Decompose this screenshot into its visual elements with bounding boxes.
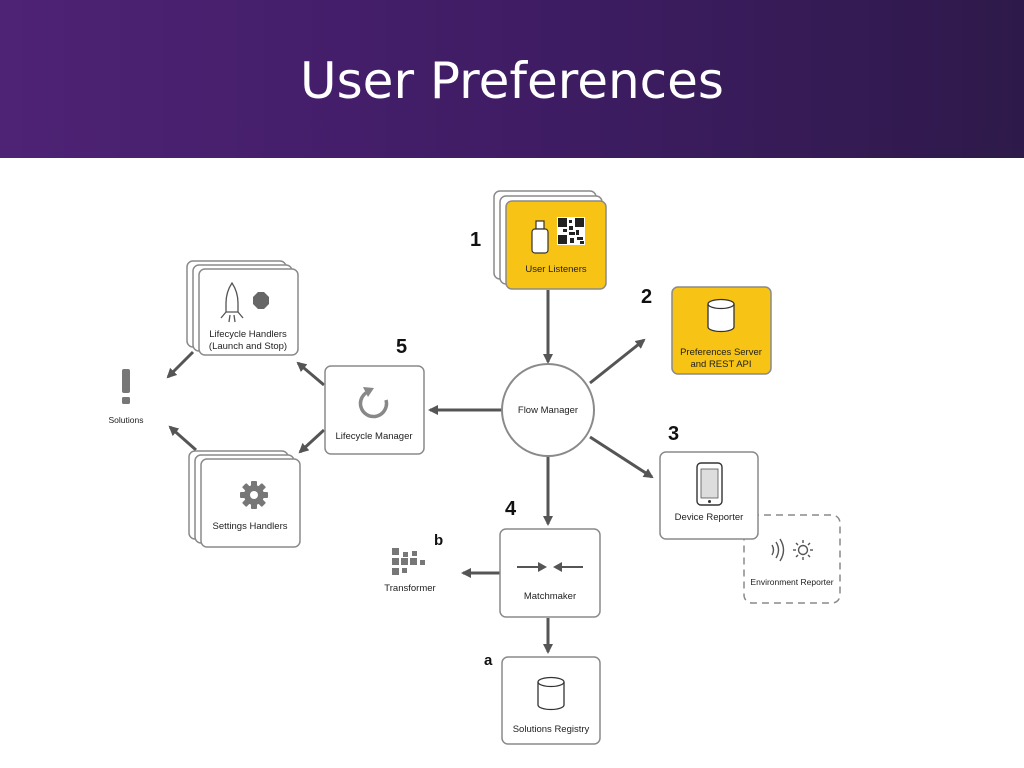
sub-label-a: a <box>484 652 493 669</box>
rocket-icon <box>220 281 244 323</box>
slide-title: User Preferences <box>300 52 724 110</box>
solutions-registry-label: Solutions Registry <box>513 724 590 735</box>
solutions-label: Solutions <box>109 415 144 425</box>
matchmaker-label: Matchmaker <box>524 591 576 602</box>
connector-arrows <box>166 290 654 654</box>
device-reporter-label: Device Reporter <box>675 512 744 523</box>
lifecycle-manager-label: Lifecycle Manager <box>335 431 412 442</box>
arrow-lifecycle-to-settings-handlers <box>298 428 326 454</box>
arrow-lifecycle-to-lifecycle-handlers <box>296 361 325 387</box>
exclamation-icon <box>122 369 130 404</box>
sun-icon <box>793 540 813 560</box>
step-number-3: 3 <box>668 423 679 445</box>
usb-key-icon <box>531 220 549 254</box>
slide-header: User Preferences <box>0 0 1024 158</box>
database-icon <box>537 676 565 711</box>
lifecycle-handlers-label-line1: Lifecycle Handlers <box>209 329 287 340</box>
step-number-2: 2 <box>641 286 652 308</box>
user-listeners-node: User Listeners <box>493 190 607 290</box>
lifecycle-handlers-node: Lifecycle Handlers (Launch and Stop) <box>186 260 299 356</box>
flow-manager-label: Flow Manager <box>518 405 578 416</box>
transformer-icon <box>392 548 425 575</box>
arrow-flow-to-preferences <box>589 338 646 385</box>
flow-manager-node: Flow Manager <box>501 363 595 457</box>
gear-icon <box>240 481 268 509</box>
step-number-4: 4 <box>505 498 517 520</box>
arrow-lifecycle-handlers-to-solutions <box>166 350 195 379</box>
stop-icon <box>253 292 269 309</box>
lifecycle-handlers-label-line2: (Launch and Stop) <box>209 341 287 352</box>
transformer-label: Transformer <box>384 583 435 594</box>
preferences-server-label-line2: and REST API <box>690 359 751 370</box>
matchmaker-node: Matchmaker <box>499 528 601 618</box>
device-reporter-node: Device Reporter <box>659 451 759 540</box>
smartphone-icon <box>696 462 723 506</box>
user-listeners-label: User Listeners <box>525 264 586 275</box>
step-number-1: 1 <box>470 229 481 251</box>
signal-icon <box>771 538 785 562</box>
qr-code-icon <box>557 217 585 245</box>
solutions-registry-node: Solutions Registry <box>501 656 601 745</box>
settings-handlers-node: Settings Handlers <box>188 450 301 548</box>
arrow-settings-handlers-to-solutions <box>168 425 197 452</box>
sub-label-b: b <box>434 532 443 549</box>
lifecycle-manager-node: Lifecycle Manager <box>324 365 425 455</box>
refresh-icon <box>358 387 389 419</box>
preferences-server-node: Preferences Server and REST API <box>671 286 772 375</box>
converging-arrows-icon <box>517 562 583 572</box>
environment-reporter-node: Environment Reporter <box>743 514 841 604</box>
environment-reporter-label: Environment Reporter <box>750 577 833 587</box>
preferences-server-label-line1: Preferences Server <box>680 347 762 358</box>
settings-handlers-label: Settings Handlers <box>213 521 288 532</box>
database-icon <box>707 298 735 333</box>
step-number-5: 5 <box>396 336 407 358</box>
arrow-flow-to-device <box>589 435 654 479</box>
